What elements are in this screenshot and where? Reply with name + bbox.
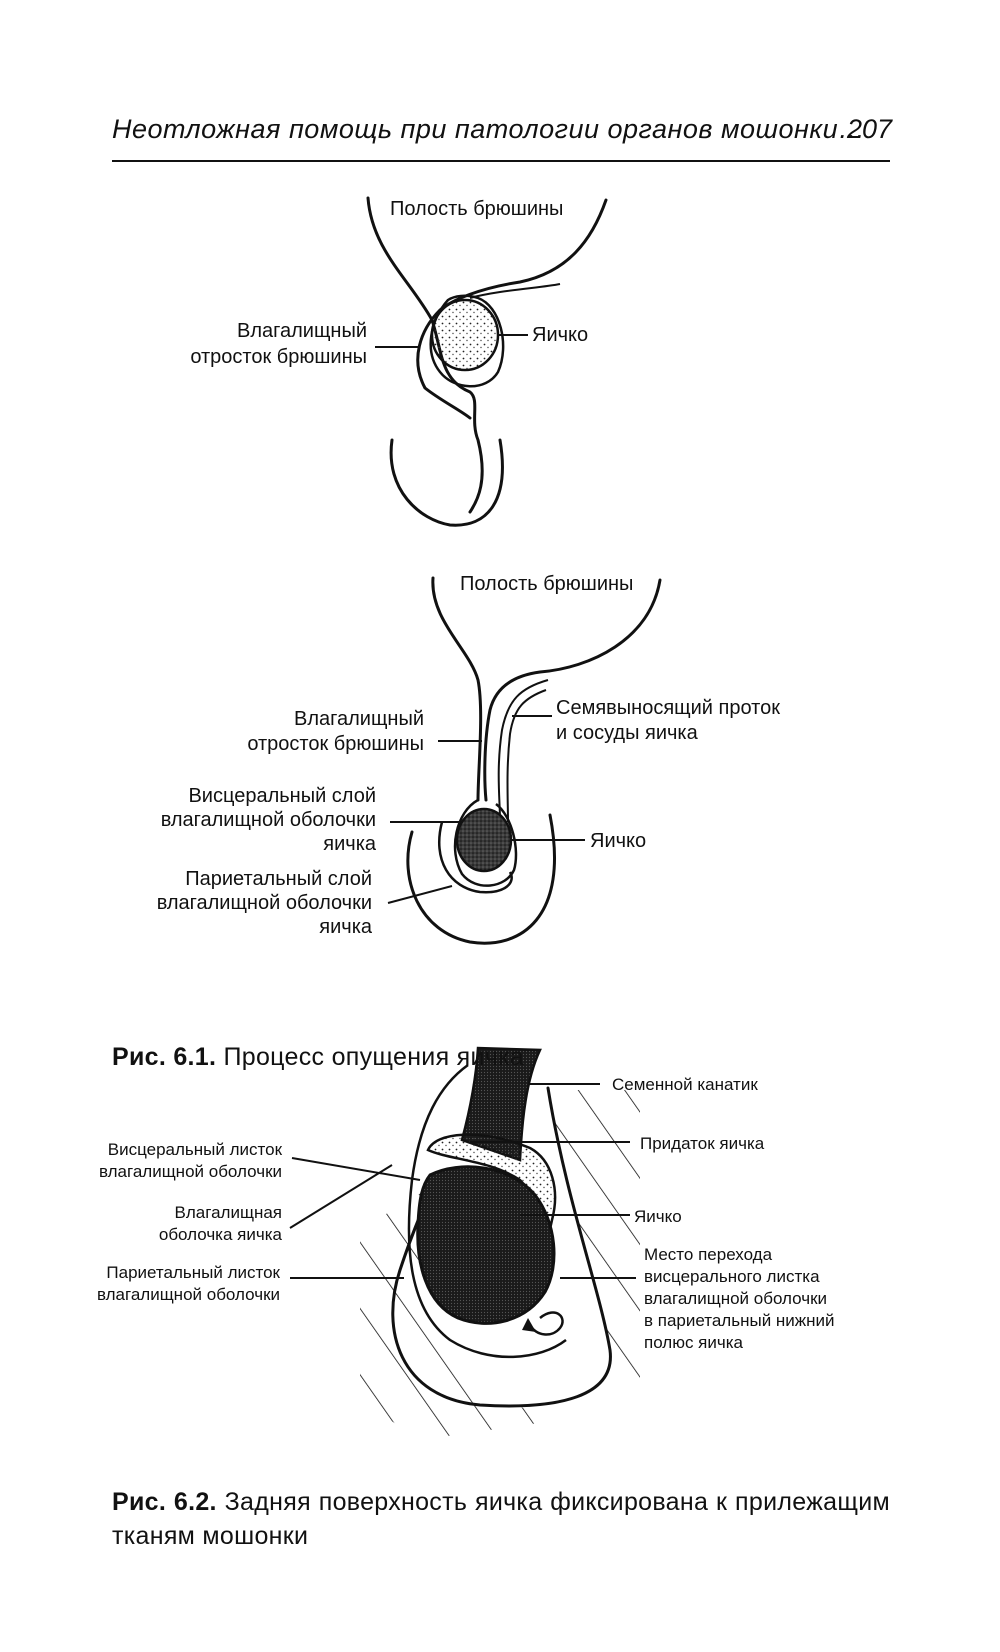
panel-b-label-testis: Яичко	[590, 830, 646, 852]
panel-a-cord	[469, 283, 561, 299]
panel-b-label-duct-1: Семявыносящий проток	[556, 697, 780, 719]
running-header: Неотложная помощь при патологии органов …	[112, 114, 892, 154]
panel-b-label-cavity: Полость брюшины	[460, 573, 633, 595]
figure-2-scrotal-wall	[391, 1086, 612, 1408]
figure-2-label-transition-4: в париетальный нижний	[644, 1311, 835, 1330]
figure-2-caption-number: Рис. 6.2.	[112, 1488, 217, 1516]
figure-2-drawing: Семенной канатик Придаток яичка Яичко Ме…	[97, 1046, 835, 1440]
figure-2-transition-arrow	[528, 1311, 564, 1336]
figure-2-caption: Рис. 6.2. Задняя поверхность яичка фикси…	[112, 1485, 890, 1553]
figure-2-caption-text: Задняя поверхность яичка фиксирована к п…	[112, 1488, 891, 1550]
figure-2-label-visceral-1: Висцеральный листок	[108, 1140, 283, 1159]
figure-1-caption: Рис. 6.1. Процесс опущения яичка	[112, 1040, 812, 1074]
figure-2-label-transition-2: висцерального листка	[644, 1267, 820, 1286]
figure-2-leader-tunica	[289, 1164, 393, 1229]
figure-2-label-transition-1: Место перехода	[644, 1245, 773, 1264]
panel-a-label-testis: Яичко	[532, 324, 588, 346]
panel-b-label-visceral-2: влагалищной оболочки	[161, 809, 376, 831]
panel-b-label-process-1: Влагалищный	[294, 708, 424, 730]
page-number: 207	[846, 114, 892, 144]
panel-b-duct-outer	[497, 679, 549, 821]
panel-a-label-process-1: Влагалищный	[237, 320, 367, 342]
panel-b-parietal-layer	[437, 821, 513, 894]
figure-2-transition-arrowhead	[522, 1318, 536, 1332]
figure-2-leader-visceral	[291, 1157, 421, 1181]
figure-2-label-parietal-1: Париетальный листок	[106, 1263, 280, 1282]
figure-1-panel-a: Полость брюшины Влагалищный отросток брю…	[190, 196, 608, 527]
header-rule	[112, 160, 890, 162]
figure-2-label-tunica-2: оболочка яичка	[159, 1225, 283, 1244]
panel-a-scrotum	[389, 438, 504, 527]
panel-b-label-duct-2: и сосуды яичка	[556, 722, 699, 744]
panel-b-left-wall	[431, 576, 483, 802]
panel-a-process	[429, 294, 505, 388]
figure-2-tunica-outer	[407, 1063, 567, 1359]
figure-2-label-transition-5: полюс яичка	[644, 1333, 744, 1352]
figure-2-label-transition-3: влагалищной оболочки	[644, 1289, 827, 1308]
panel-b-testis	[455, 807, 513, 873]
panel-b-duct-inner	[506, 689, 547, 823]
panel-b-scrotum	[406, 813, 556, 945]
figure-1-caption-text: Процесс опущения яичка	[223, 1043, 525, 1071]
figure-2-label-parietal-2: влагалищной оболочки	[97, 1285, 280, 1304]
figure-2-testis	[416, 1165, 556, 1325]
panel-b-right-wall	[483, 578, 662, 802]
figure-1-caption-number: Рис. 6.1.	[112, 1043, 217, 1071]
panel-b-label-process-2: отросток брюшины	[247, 733, 424, 755]
panel-b-leader-parietal	[387, 885, 453, 904]
panel-a-label-process-2: отросток брюшины	[190, 346, 367, 368]
figure-2-label-tunica-1: Влагалищная	[175, 1203, 282, 1222]
panel-b-label-parietal-3: яичка	[319, 916, 373, 938]
panel-b-label-visceral-1: Висцеральный слой	[188, 785, 376, 807]
panel-a-label-cavity: Полость брюшины	[390, 198, 563, 220]
figure-2-label-epididymis: Придаток яичка	[640, 1134, 765, 1153]
panel-b-label-visceral-3: яичка	[323, 833, 377, 855]
panel-a-testis	[430, 298, 500, 372]
figure-2-label-testis: Яичко	[634, 1207, 682, 1226]
panel-b-label-parietal-2: влагалищной оболочки	[157, 892, 372, 914]
panel-b-label-parietal-1: Париетальный слой	[185, 868, 372, 890]
figure-2-label-visceral-2: влагалищной оболочки	[99, 1162, 282, 1181]
running-title: Неотложная помощь при патологии органов …	[112, 114, 866, 144]
figure-1-panel-b: Полость брюшины Влагалищный отросток брю…	[157, 573, 780, 945]
figure-2-label-cord: Семенной канатик	[612, 1075, 758, 1094]
